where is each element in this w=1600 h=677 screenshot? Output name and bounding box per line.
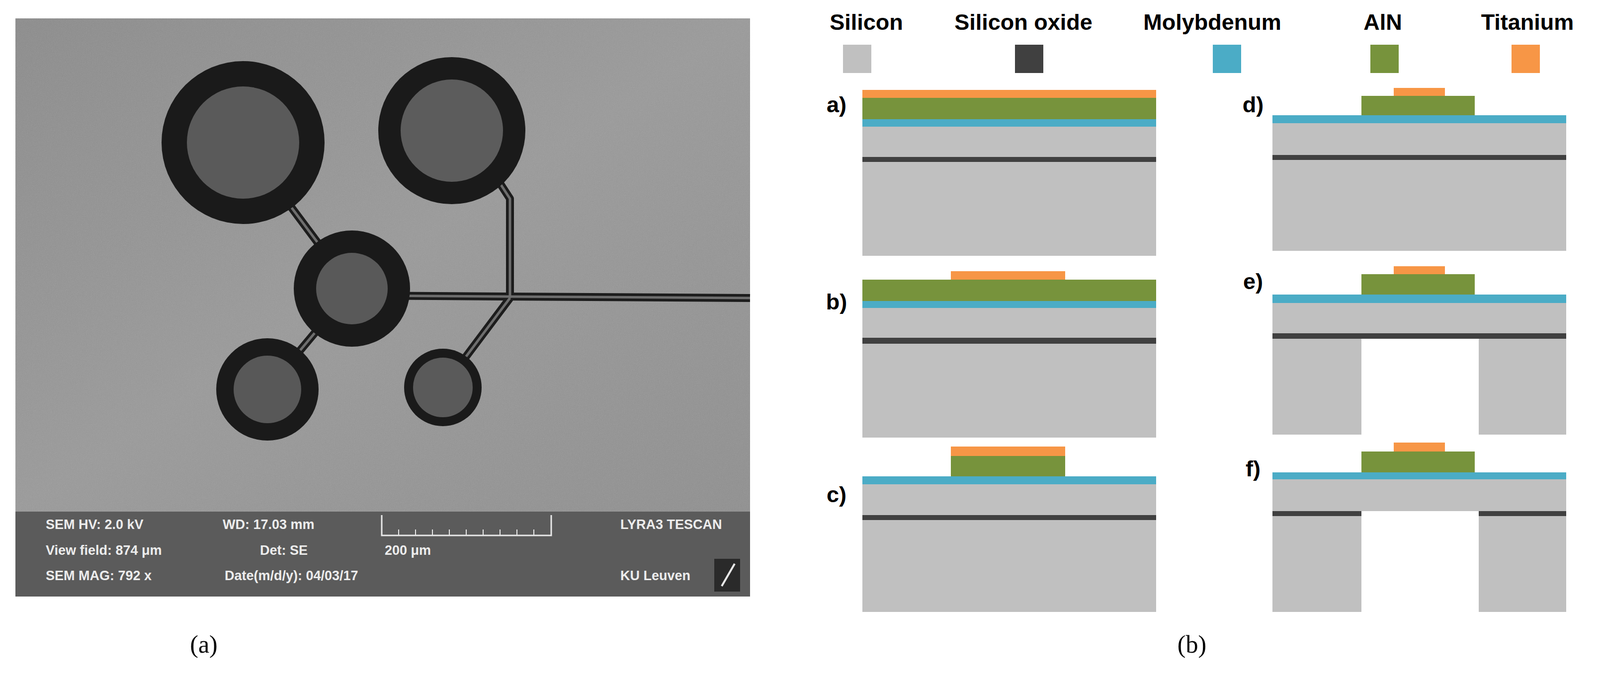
legend-swatch bbox=[842, 44, 872, 74]
figure-caption: (b) bbox=[1177, 631, 1207, 659]
step-label: f) bbox=[1245, 456, 1261, 482]
sem-info: LYRA3 TESCAN bbox=[620, 517, 723, 533]
legend-swatch bbox=[1511, 44, 1540, 74]
legend-text: Titanium bbox=[1481, 9, 1575, 35]
sem-info: View field: 874 μm bbox=[45, 543, 163, 559]
sem-info: SEM MAG: 792 x bbox=[45, 569, 152, 585]
sem-info: SEM HV: 2.0 kV bbox=[45, 517, 144, 533]
process-cross-sections bbox=[862, 87, 1567, 613]
legend-text: Silicon bbox=[829, 9, 904, 35]
sem-info: Det: SE bbox=[259, 543, 308, 559]
legend-text: Molybdenum bbox=[1143, 9, 1282, 35]
step-label: c) bbox=[826, 482, 847, 508]
figure-caption: (a) bbox=[189, 631, 218, 659]
step-label: e) bbox=[1243, 269, 1264, 295]
step-label: b) bbox=[826, 289, 847, 315]
legend-swatch bbox=[1212, 44, 1242, 74]
legend-swatch bbox=[1014, 44, 1044, 74]
legend-text: Silicon oxide bbox=[954, 9, 1093, 35]
sem-image bbox=[15, 18, 751, 597]
legend-swatch bbox=[1370, 44, 1399, 74]
step-label: a) bbox=[826, 92, 847, 118]
sem-info: KU Leuven bbox=[620, 569, 691, 585]
step-label: d) bbox=[1242, 92, 1264, 118]
scale-bar-label: 200 μm bbox=[384, 543, 431, 559]
legend-text: AlN bbox=[1363, 9, 1403, 35]
sem-info: Date(m/d/y): 04/03/17 bbox=[224, 569, 359, 585]
sem-info: WD: 17.03 mm bbox=[222, 517, 315, 533]
